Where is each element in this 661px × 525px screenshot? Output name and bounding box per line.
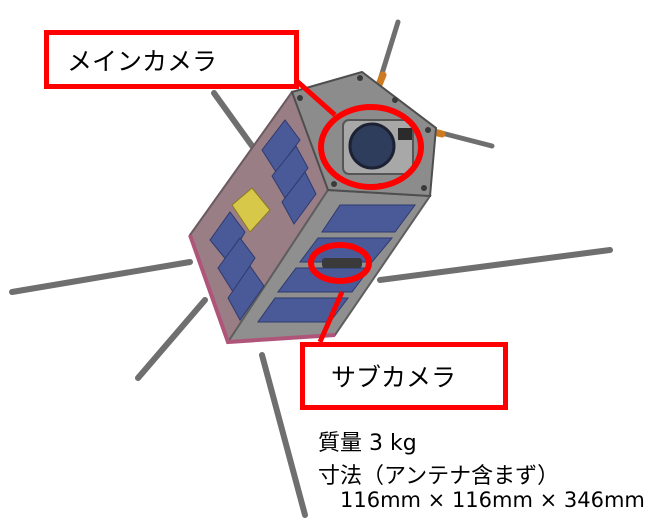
dimensions-value: 116mm × 116mm × 346mm bbox=[340, 488, 645, 512]
solar-panels-right bbox=[257, 204, 416, 323]
solar-panels-left bbox=[209, 119, 317, 321]
sensor-port bbox=[398, 128, 412, 140]
circuit-board bbox=[231, 187, 271, 233]
antenna-bottom bbox=[259, 352, 308, 518]
main-camera-label: メインカメラ bbox=[67, 46, 218, 76]
antenna-upper-left bbox=[211, 90, 258, 153]
frame-edge-magenta bbox=[188, 234, 336, 345]
end-face-bolts bbox=[297, 75, 431, 191]
main-camera-callout: メインカメラ bbox=[44, 30, 299, 89]
sub-camera-highlight bbox=[308, 242, 372, 284]
sub-camera-leader bbox=[317, 290, 345, 344]
dimensions-label: 寸法（アンテナ含まず） bbox=[318, 464, 560, 489]
sub-camera-callout: サブカメラ bbox=[300, 342, 508, 410]
antenna-right bbox=[377, 247, 613, 283]
antennas bbox=[9, 19, 613, 518]
antenna-top-right bbox=[377, 19, 401, 83]
mass-spec: 質量 3 kg bbox=[318, 431, 417, 456]
sub-camera-label: サブカメラ bbox=[331, 363, 457, 392]
sub-camera-slot bbox=[322, 258, 362, 268]
antenna-bottom-left bbox=[9, 259, 193, 295]
main-camera-highlight bbox=[318, 104, 424, 190]
antenna-lower-left bbox=[135, 297, 208, 381]
main-camera-lens bbox=[348, 122, 396, 170]
